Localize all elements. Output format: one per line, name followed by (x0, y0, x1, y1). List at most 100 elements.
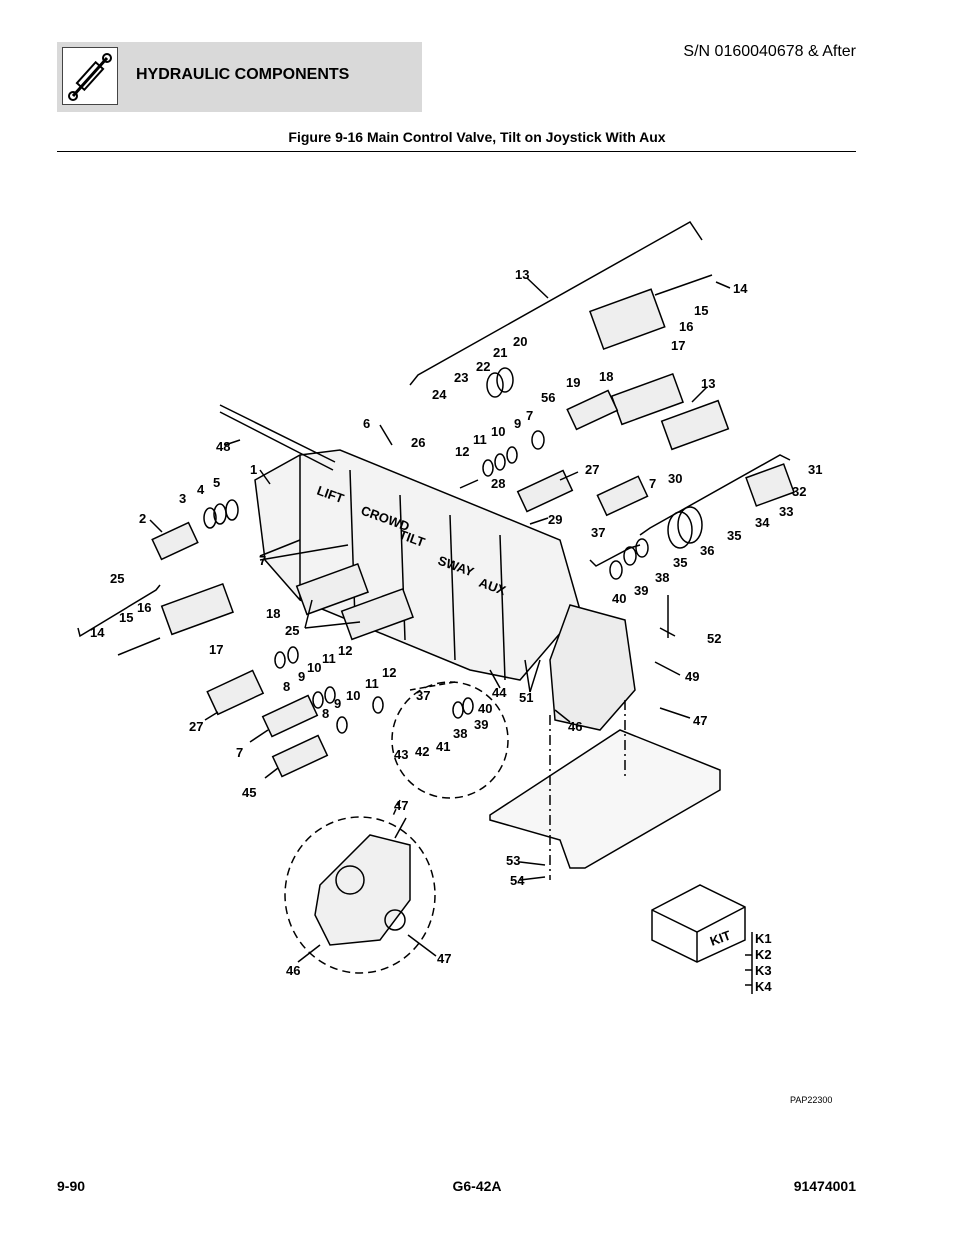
callout-label: 7 (236, 745, 243, 760)
callout-label: 53 (506, 853, 520, 868)
serial-number: S/N 0160040678 & After (683, 43, 856, 60)
callout-label: 48 (216, 439, 230, 454)
callout-label: 46 (286, 963, 300, 978)
callout-label: 40 (612, 591, 626, 606)
kit-item-label: K4 (755, 979, 772, 994)
callout-label: 9 (298, 669, 305, 684)
callout-label: 25 (285, 623, 299, 638)
callout-label: 2 (139, 511, 146, 526)
callout-label: 37 (591, 525, 605, 540)
callout-label: 52 (707, 631, 721, 646)
callout-label: 3 (179, 491, 186, 506)
callout-label: 35 (727, 528, 741, 543)
callout-label: 10 (348, 688, 362, 703)
callout-label: 11 (473, 432, 487, 447)
callout-label: 7 (526, 408, 533, 423)
callout-label: 17 (671, 338, 685, 353)
callout-label: 14 (90, 625, 105, 640)
callout-label: 37 (416, 688, 430, 703)
callout-label: 31 (808, 462, 822, 477)
callout-label: 18 (266, 606, 280, 621)
callout-label: 9 (334, 696, 341, 711)
callout-label: 19 (566, 375, 580, 390)
callout-label: 22 (476, 359, 490, 374)
callout-label: 7 (649, 476, 656, 491)
callout-label: 38 (655, 570, 669, 585)
callout-label: 39 (474, 717, 488, 732)
callout-label: 26 (411, 435, 425, 450)
callout-label: 8 (283, 679, 290, 694)
callout-label: 28 (491, 476, 505, 491)
callout-label: 14 (733, 281, 748, 296)
callout-label: 16 (679, 319, 693, 334)
manual-part-number: 91474001 (793, 1178, 856, 1194)
callout-label: 36 (700, 543, 714, 558)
callout-label: 21 (493, 345, 507, 360)
callout-label: 34 (755, 515, 770, 530)
callout-label: 9 (336, 696, 343, 711)
callout-label: 43 (394, 747, 408, 762)
callout-label: 56 (541, 390, 555, 405)
callout-label: 6 (363, 416, 370, 431)
callout-label: 41 (436, 739, 450, 754)
callout-label: 42 (415, 744, 429, 759)
callout-label: 32 (792, 484, 806, 499)
callout-label: 13 (515, 267, 529, 282)
callout-label: 11 (322, 651, 336, 666)
callout-label: 38 (453, 726, 467, 741)
header-rule (57, 151, 856, 152)
callout-label: 40 (478, 701, 492, 716)
callout-label: 33 (779, 504, 793, 519)
callout-label: 46 (568, 719, 582, 734)
callout-label: 17 (209, 642, 223, 657)
kit-item-labels: K1 K2 K3 K4 (755, 931, 772, 994)
callout-label: 1 (250, 462, 257, 477)
callout-label: 7 (259, 553, 266, 568)
callout-label: 29 (548, 512, 562, 527)
callout-label: 16 (137, 600, 151, 615)
callout-label: 4 (197, 482, 205, 497)
kit-item-label: K3 (755, 963, 772, 978)
callout-label: 15 (694, 303, 708, 318)
callout-label: 23 (454, 370, 468, 385)
callout-label: 12 (455, 444, 469, 459)
kit-item-label: K1 (755, 931, 772, 946)
callout-label: 13 (701, 376, 715, 391)
callout-label: 27 (189, 719, 203, 734)
callout-label: 45 (242, 785, 256, 800)
callout-label: 8 (528, 406, 535, 421)
callout-label: 12 (382, 665, 396, 680)
kit-box-label: KIT (708, 928, 733, 949)
callout-label: 44 (492, 685, 507, 700)
callout-label: 54 (510, 873, 525, 888)
callout-label: 24 (432, 387, 447, 402)
callout-label: 47 (693, 713, 707, 728)
callout-label: 15 (119, 610, 133, 625)
callout-label: 9 (514, 416, 521, 431)
callout-label: 25 (110, 571, 124, 586)
callout-label: 51 (519, 690, 533, 705)
hydraulic-cylinder-icon (62, 47, 118, 105)
callout-label: 10 (346, 688, 360, 703)
kit-item-label: K2 (755, 947, 772, 962)
callout-label: 11 (365, 676, 379, 691)
page-number: 9-90 (57, 1178, 86, 1194)
drawing-id: PAP22300 (790, 1095, 833, 1105)
callout-label: 10 (307, 660, 321, 675)
callout-label: 20 (513, 334, 527, 349)
callout-label: 11 (367, 676, 381, 691)
callout-label: 12 (338, 643, 352, 658)
model-number: G6-42A (452, 1178, 502, 1194)
figure-title: Figure 9-16 Main Control Valve, Tilt on … (288, 129, 666, 145)
callout-label: 10 (491, 424, 505, 439)
section-title: HYDRAULIC COMPONENTS (136, 66, 350, 83)
callout-label: 27 (585, 462, 599, 477)
callout-label: 49 (685, 669, 699, 684)
callout-label: 47 (437, 951, 451, 966)
callout-label: 39 (634, 583, 648, 598)
callout-label: 30 (668, 471, 682, 486)
callout-label: 35 (673, 555, 687, 570)
callout-label: 47 (394, 798, 408, 813)
callout-label: 8 (322, 706, 329, 721)
